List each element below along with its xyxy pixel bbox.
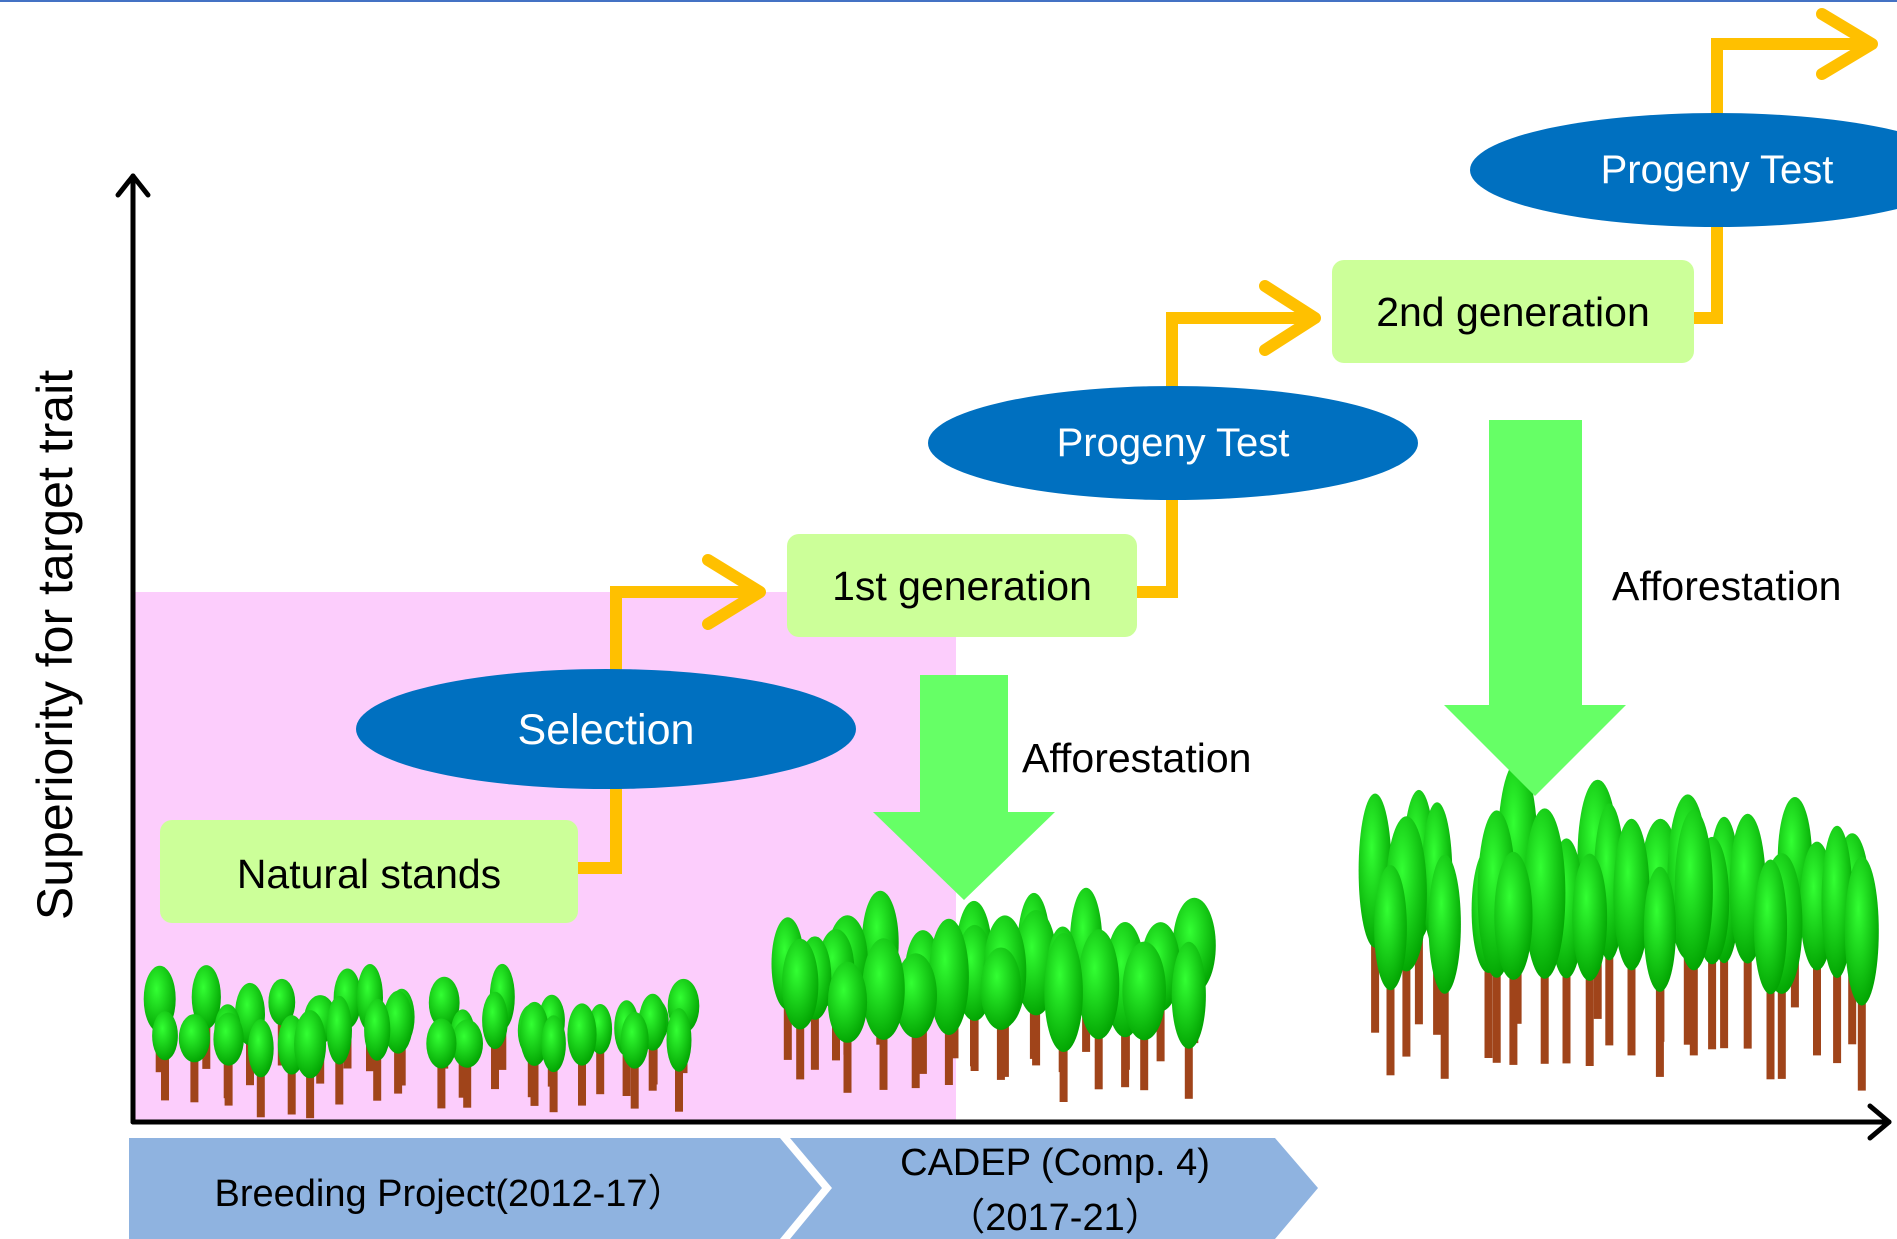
tree-icon	[1753, 859, 1788, 1080]
tree-icon	[294, 1010, 327, 1119]
selection-label: Selection	[518, 706, 695, 754]
selection-ellipse	[356, 669, 856, 789]
tree-icon	[1844, 856, 1879, 1091]
tree-icon	[1494, 851, 1533, 1065]
tree-icon	[782, 938, 819, 1080]
natural-stands-box	[160, 820, 578, 923]
tree-icon	[1572, 853, 1608, 1066]
x-axis	[130, 1103, 1892, 1141]
tree-icon	[1122, 941, 1166, 1091]
tree-icon	[1524, 808, 1566, 1064]
timeline-chevron-cadep	[790, 1138, 1318, 1239]
tree-icon	[928, 918, 969, 1085]
tree-icon	[620, 1012, 649, 1109]
top-rule	[0, 0, 1897, 2]
tree-icon	[1613, 818, 1650, 1056]
progeny-test-ellipse-2	[1470, 113, 1897, 227]
natural-stand-forest	[143, 963, 700, 1119]
tree-icon	[666, 1008, 692, 1112]
tree-icon	[1428, 854, 1461, 1079]
tree-icon	[1078, 929, 1120, 1090]
tree-icon	[1044, 933, 1083, 1102]
second-generation-label: 2nd generation	[1376, 289, 1650, 335]
first-generation-label: 1st generation	[832, 563, 1092, 609]
cadep-label-line1: CADEP (Comp. 4)	[900, 1142, 1210, 1184]
tree-icon	[383, 990, 413, 1094]
natural-stands-label: Natural stands	[237, 851, 501, 897]
cadep-label-line2: （2017-21）	[947, 1197, 1162, 1239]
tree-icon	[326, 995, 352, 1105]
tree-icon	[247, 1019, 274, 1118]
tree-icon	[1821, 825, 1853, 1064]
tree-icon	[152, 1011, 178, 1101]
tree-icon	[827, 961, 868, 1093]
tree-icon	[1674, 809, 1713, 1056]
progeny-test-label-2: Progeny Test	[1601, 148, 1834, 192]
tree-icon	[178, 1014, 210, 1103]
tree-icon	[482, 991, 508, 1090]
y-axis	[115, 173, 151, 1125]
tree-icon	[451, 1019, 484, 1108]
tree-icon	[541, 1015, 566, 1113]
tree-icon	[980, 947, 1022, 1080]
down-arrow-icon	[1444, 420, 1626, 796]
tree-icon	[364, 998, 391, 1101]
second-generation-box	[1332, 260, 1694, 363]
first-generation-forest	[771, 887, 1216, 1102]
timeline-chevron-breeding	[129, 1138, 822, 1239]
breeding-project-label: Breeding Project(2012-17）	[214, 1173, 685, 1215]
afforestation-label-1: Afforestation	[1022, 735, 1251, 781]
tree-icon	[862, 938, 905, 1090]
first-generation-box	[787, 534, 1137, 637]
tree-icon	[894, 953, 937, 1089]
tree-icon	[213, 1012, 244, 1106]
tree-icon	[1643, 866, 1676, 1077]
progeny-test-label-1: Progeny Test	[1057, 421, 1290, 465]
tree-icon	[1171, 941, 1206, 1099]
y-axis-label: Superiority for target trait	[27, 370, 83, 920]
progeny-test-ellipse-1	[928, 386, 1418, 500]
tree-icon	[426, 1018, 457, 1109]
tree-icon	[567, 1003, 597, 1106]
tree-icon	[1374, 865, 1407, 1076]
down-arrow-icon	[873, 675, 1055, 900]
afforestation-label-2: Afforestation	[1612, 563, 1841, 609]
second-generation-forest	[1358, 761, 1879, 1091]
